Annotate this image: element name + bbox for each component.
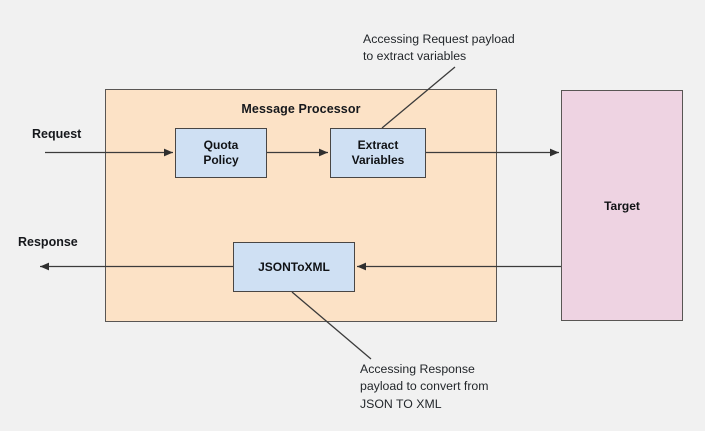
- request-label: Request: [32, 127, 82, 141]
- node-target[interactable]: Target: [561, 90, 683, 321]
- response-label: Response: [18, 235, 78, 249]
- annotation-request-payload: Accessing Request payload to extract var…: [363, 32, 515, 64]
- message-processor-title: Message Processor: [241, 102, 361, 116]
- node-jsontoxml[interactable]: JSONToXML: [233, 242, 355, 292]
- annotation-response-payload: Accessing Response payload to convert fr…: [360, 362, 489, 411]
- node-extract-variables[interactable]: Extract Variables: [330, 128, 426, 178]
- node-quota-policy[interactable]: Quota Policy: [175, 128, 267, 178]
